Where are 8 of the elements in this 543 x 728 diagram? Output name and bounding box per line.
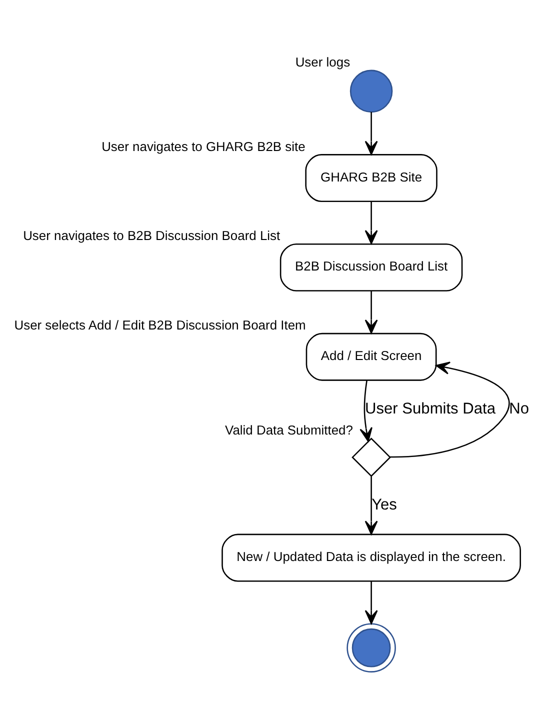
- node-label: User selects Add / Edit B2B Discussion Board Item: [14, 318, 306, 333]
- edge-label: Yes: [372, 496, 397, 514]
- node-label: User navigates to B2B Discussion Board List: [23, 228, 280, 244]
- node-label: User navigates to GHARG B2B site: [102, 138, 306, 154]
- node-label: Valid Data Submitted?: [225, 422, 353, 438]
- node-label: User logs: [295, 54, 350, 70]
- edge-label: User Submits Data: [365, 400, 496, 418]
- edge-label: No: [509, 400, 529, 418]
